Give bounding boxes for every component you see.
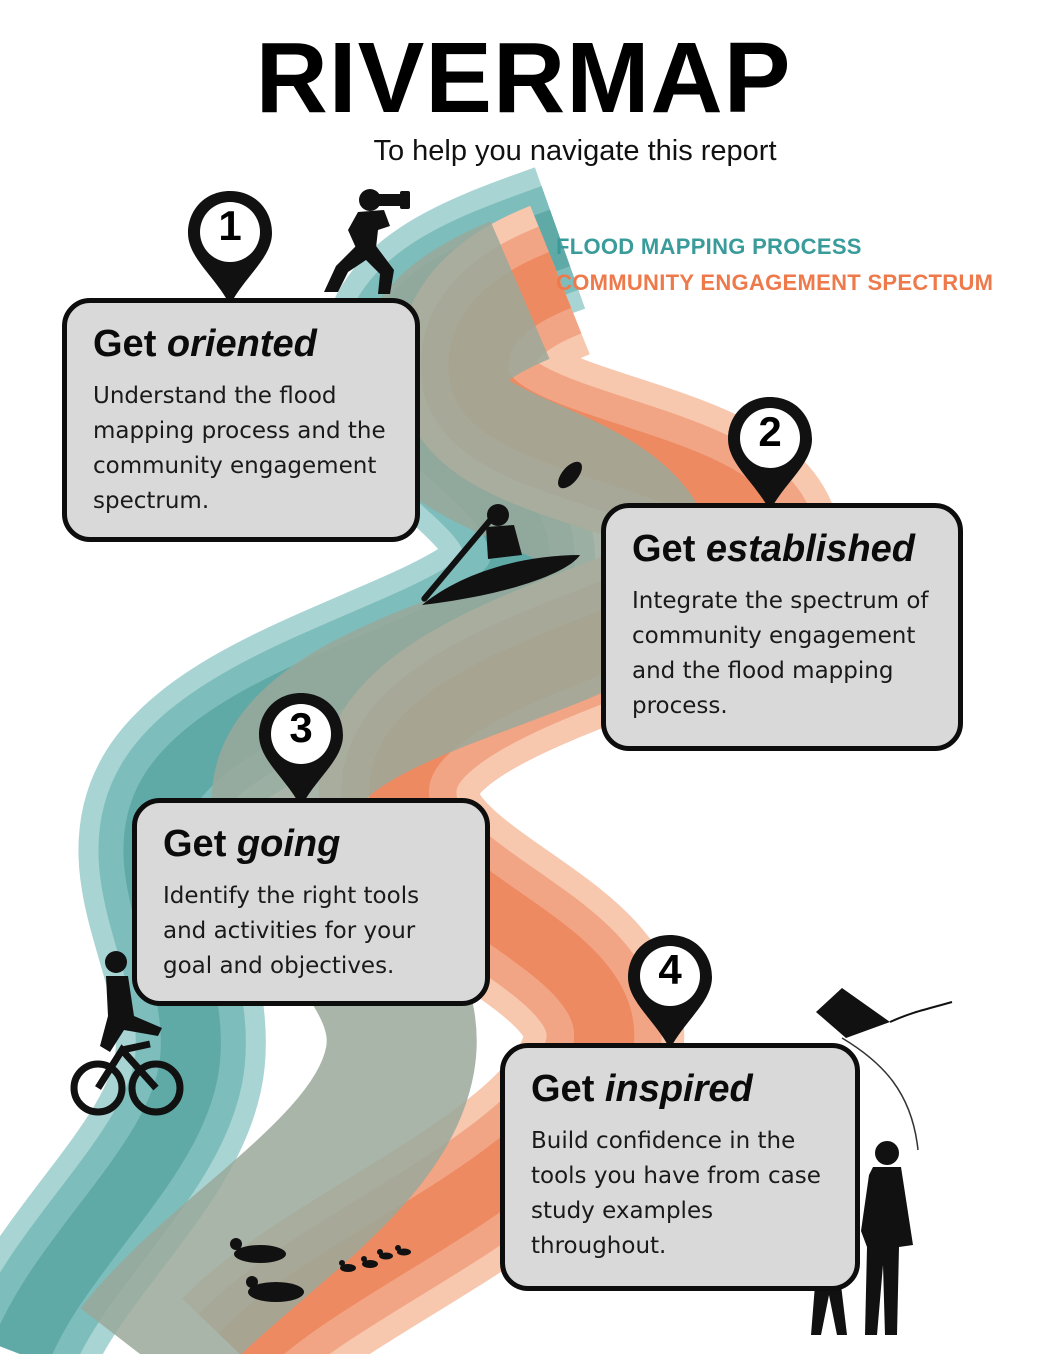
step-4-title-emphasis: inspired [604,1068,753,1110]
step-3-map-pin: 3 [256,690,346,810]
step-2-map-pin: 2 [725,394,815,514]
step-4-map-pin: 4 [625,932,715,1052]
map-pin-icon [188,191,272,305]
step-1-title-emphasis: oriented [166,323,317,365]
step-3-title: Get going [163,823,461,865]
ducks-icon [230,1238,411,1302]
step-1-card: Get oriented Understand the flood mappin… [62,298,420,542]
step-3-title-emphasis: going [236,823,341,865]
photographer-icon [324,189,410,294]
step-4-number: 4 [658,946,682,993]
step-4-description: Build confidence in the tools you have f… [531,1127,821,1259]
step-1-map-pin: 1 [185,188,275,308]
step-2-description: Integrate the spectrum of community enga… [632,587,929,719]
step-1-number: 1 [218,202,242,249]
step-1-title: Get oriented [93,323,391,365]
step-2-title: Get established [632,528,934,570]
cyclist-icon [70,951,184,1116]
kite-icon [816,988,953,1151]
map-pin-icon [259,693,343,807]
step-2-title-emphasis: established [705,528,915,570]
page-subtitle: To help you navigate this report [373,135,777,167]
step-3-title-prefix: Get [163,823,227,865]
page-title: RIVERMAP [255,22,792,134]
map-pin-icon [628,935,712,1049]
kayaker-icon [421,461,582,605]
step-2-card: Get established Integrate the spectrum o… [601,503,963,751]
step-1-description: Understand the flood mapping process and… [93,382,386,514]
step-3-description: Identify the right tools and activities … [163,882,420,979]
step-2-title-prefix: Get [632,528,696,570]
legend-flood-mapping-process: FLOOD MAPPING PROCESS [556,234,862,259]
step-4-card: Get inspired Build confidence in the too… [500,1043,860,1291]
step-1-title-prefix: Get [93,323,157,365]
step-3-card: Get going Identify the right tools and a… [132,798,490,1006]
step-2-number: 2 [758,408,782,455]
legend-community-engagement-spectrum: COMMUNITY ENGAGEMENT SPECTRUM [556,270,994,295]
step-4-title-prefix: Get [531,1068,595,1110]
map-pin-icon [728,397,812,511]
step-3-number: 3 [289,704,313,751]
step-4-title: Get inspired [531,1068,831,1110]
